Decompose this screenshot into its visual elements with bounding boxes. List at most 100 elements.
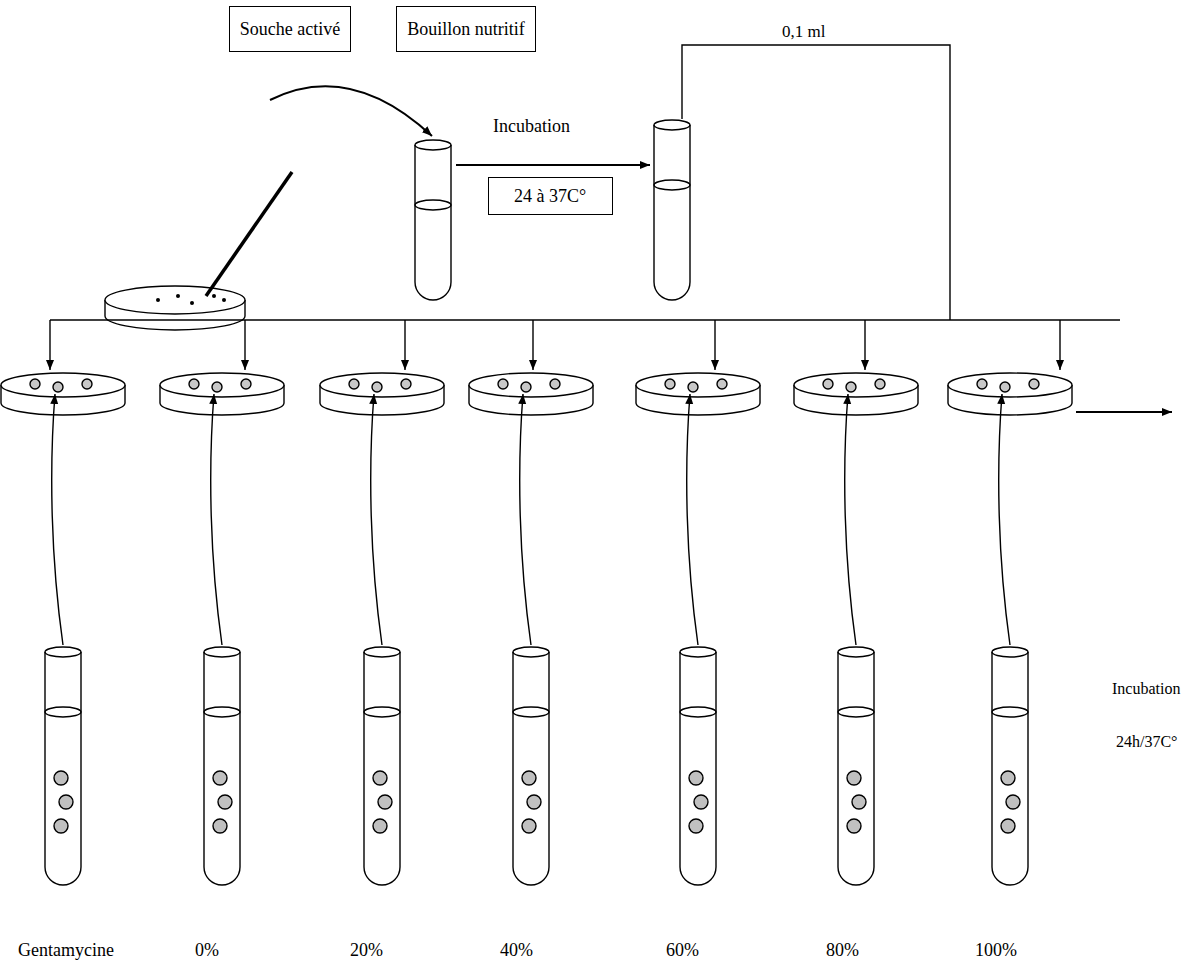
incubation-arrow (456, 164, 650, 166)
disc (373, 771, 387, 785)
tube-mouth (45, 647, 81, 657)
test-tube (680, 652, 716, 885)
incubation-arrow (1076, 411, 1172, 413)
well (1000, 382, 1010, 392)
well (30, 379, 40, 389)
disc (689, 771, 703, 785)
distribution-arrow (404, 320, 405, 370)
disc (852, 795, 866, 809)
label: 24h/37C° (1116, 733, 1178, 751)
transfer-arrow (270, 86, 432, 136)
well (53, 382, 63, 392)
label: 20% (350, 940, 383, 961)
deposit-arrow (687, 394, 698, 645)
label: Incubation (1112, 680, 1180, 698)
well (189, 379, 199, 389)
tube-mouth (992, 647, 1028, 657)
disc (59, 795, 73, 809)
petri-dish-top (636, 373, 760, 397)
well (688, 382, 698, 392)
label: 40% (500, 940, 533, 961)
well (550, 379, 560, 389)
disc (689, 819, 703, 833)
liquid-level (992, 707, 1028, 717)
disc (378, 795, 392, 809)
disc (522, 771, 536, 785)
distribution-arrow (864, 320, 865, 370)
petri-dish-top (105, 286, 245, 314)
disc (218, 795, 232, 809)
test-tube (838, 652, 874, 885)
test-tube (415, 145, 451, 300)
label: Gentamycine (18, 940, 114, 961)
well (977, 379, 987, 389)
well (349, 379, 359, 389)
liquid-level (204, 707, 240, 717)
deposit-arrow (52, 394, 63, 645)
label: 0% (195, 940, 219, 961)
inoculation-loop (206, 172, 292, 296)
well (846, 382, 856, 392)
test-tube (364, 652, 400, 885)
liquid-level (680, 707, 716, 717)
disc (213, 819, 227, 833)
well (212, 382, 222, 392)
test-tube (992, 652, 1028, 885)
box-text: Bouillon nutritif (407, 19, 525, 40)
deposit-arrow (520, 394, 531, 645)
petri-dish-top (1, 373, 125, 397)
well (1029, 379, 1039, 389)
disc (213, 771, 227, 785)
well (498, 379, 508, 389)
well (665, 379, 675, 389)
box-text: 24 à 37C° (514, 186, 586, 207)
box-text: Souche activé (240, 19, 340, 40)
test-tube (45, 652, 81, 885)
well (521, 382, 531, 392)
disc (847, 771, 861, 785)
liquid-level (364, 707, 400, 717)
deposit-arrow (999, 394, 1010, 645)
test-tube (513, 652, 549, 885)
deposit-arrow (211, 394, 222, 645)
disc (847, 819, 861, 833)
well (823, 379, 833, 389)
test-tube (204, 652, 240, 885)
well (717, 379, 727, 389)
disc (54, 771, 68, 785)
well (372, 382, 382, 392)
deposit-arrow (845, 394, 856, 645)
well (875, 379, 885, 389)
distribution-arrow (49, 320, 50, 370)
petri-dish-top (948, 373, 1072, 397)
disc (1001, 819, 1015, 833)
petri-dish-top (794, 373, 918, 397)
well (401, 379, 411, 389)
disc (1006, 795, 1020, 809)
label: 100% (975, 940, 1017, 961)
disc (1001, 771, 1015, 785)
tube-mouth (838, 647, 874, 657)
label: 0,1 ml (782, 22, 825, 42)
petri-dish-top (160, 373, 284, 397)
label: 60% (666, 940, 699, 961)
disc (527, 795, 541, 809)
tube-mouth (415, 140, 451, 150)
well (82, 379, 92, 389)
disc (694, 795, 708, 809)
text-box: 24 à 37C° (488, 177, 613, 215)
distribution-arrow (714, 320, 715, 370)
colonies (156, 294, 226, 305)
distribution-arrow (532, 320, 533, 370)
deposit-arrow (371, 394, 382, 645)
tube-mouth (654, 120, 690, 130)
liquid-level (838, 707, 874, 717)
tube-mouth (204, 647, 240, 657)
label: Incubation (493, 116, 570, 137)
test-tube (654, 125, 690, 300)
liquid-level (415, 200, 451, 210)
distribution-bar (50, 319, 1120, 320)
label: 80% (826, 940, 859, 961)
